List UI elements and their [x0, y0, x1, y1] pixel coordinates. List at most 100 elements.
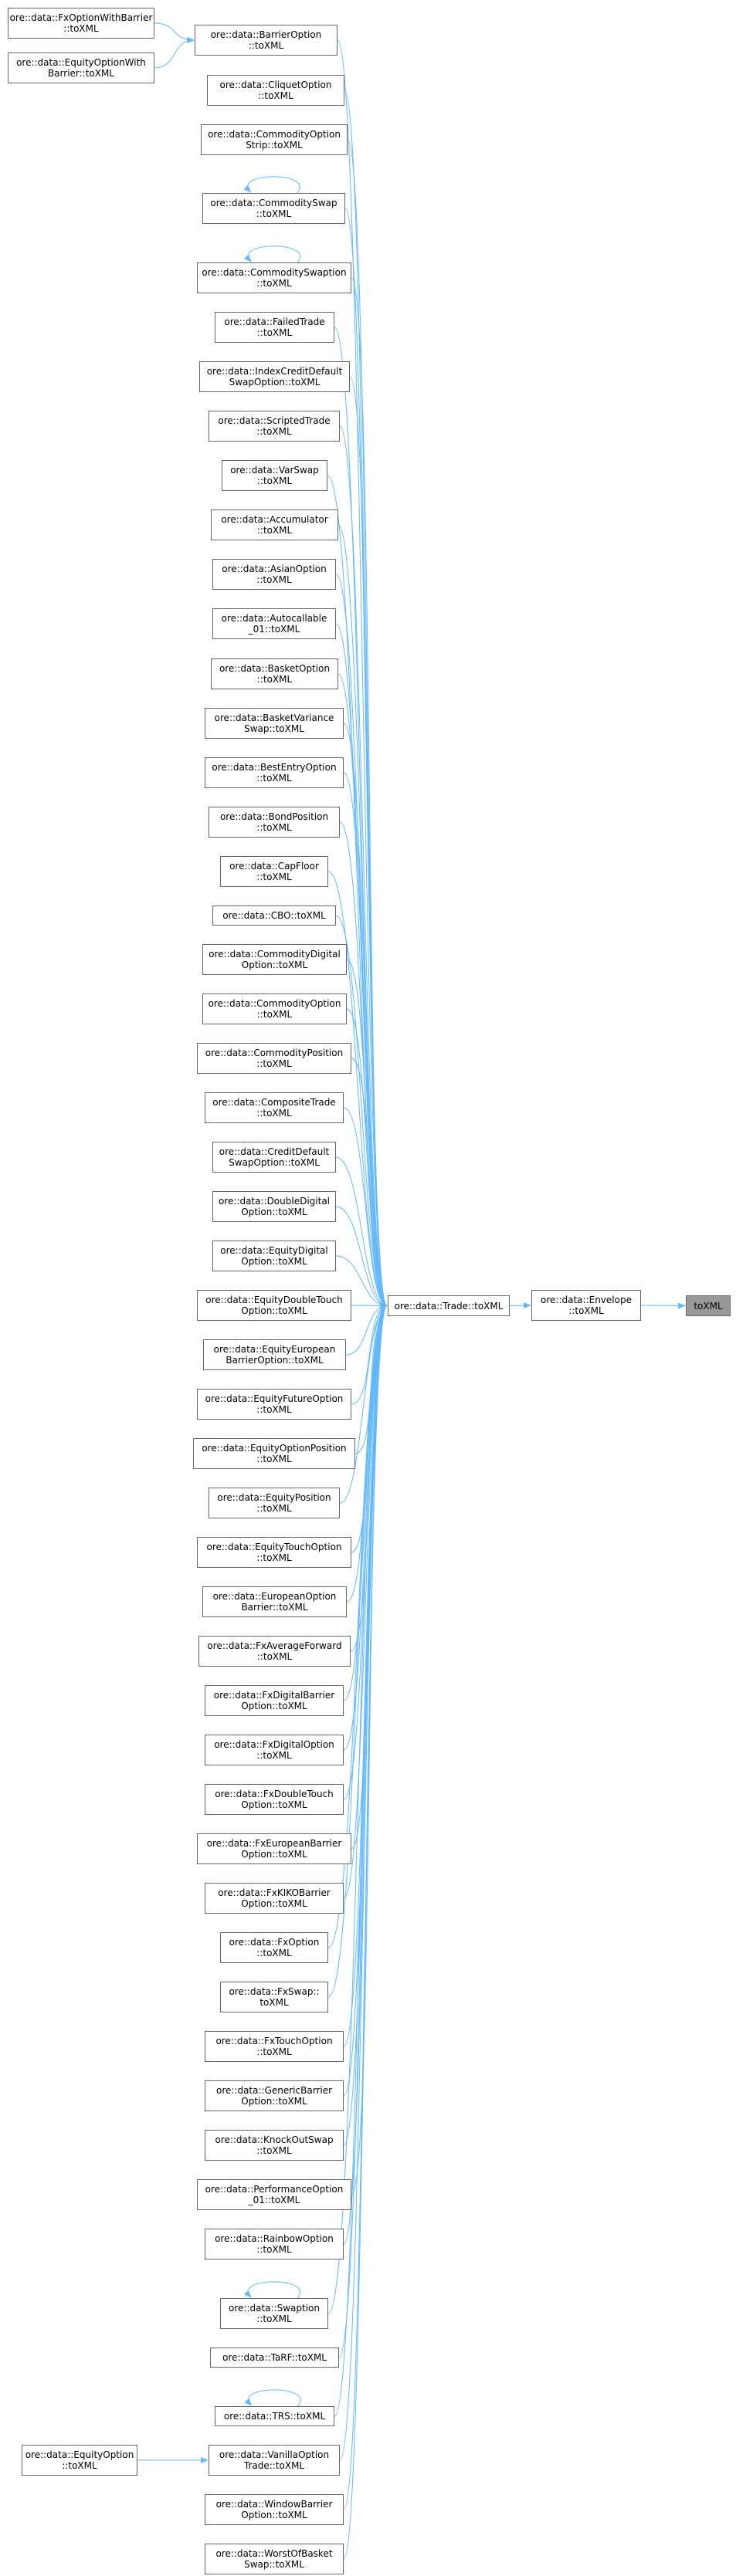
graph-node[interactable]: ore::data::TaRF::toXML — [210, 2348, 339, 2368]
graph-node[interactable]: ore::data::VarSwap::toXML — [222, 460, 327, 491]
graph-node[interactable]: ore::data::BestEntryOption::toXML — [205, 757, 344, 788]
call-edge — [343, 1302, 388, 2097]
graph-node[interactable]: ore::data::FxDigitalOption::toXML — [205, 1735, 344, 1765]
node-label-line: Option::toXML — [241, 2096, 307, 2107]
node-label-line: ore::data::WindowBarrier — [215, 2499, 333, 2510]
graph-node[interactable]: ore::data::Trade::toXML — [388, 1295, 510, 1316]
graph-node[interactable]: ore::data::FxOption::toXML — [220, 1932, 328, 1963]
node-label-line: ore::data::Trade::toXML — [394, 1300, 504, 1312]
node-label-line: ::toXML — [256, 773, 292, 784]
node-label-line: _01::toXML — [248, 2195, 300, 2205]
node-label-line: ::toXML — [256, 476, 293, 486]
node-label-line: SwapOption::toXML — [229, 377, 321, 388]
graph-node[interactable]: ore::data::FxOptionWithBarrier::toXML — [8, 8, 154, 39]
root-node[interactable]: toXML — [686, 1295, 731, 1316]
node-label-line: ::toXML — [256, 525, 293, 536]
node-label-line: ore::data::EquityOptionPosition — [202, 1443, 347, 1454]
graph-node[interactable]: ore::data::EquityOption::toXML — [22, 2445, 137, 2476]
call-edge — [351, 1302, 388, 1850]
call-edge — [347, 139, 388, 1309]
graph-node[interactable]: ore::data::CapFloor::toXML — [220, 856, 328, 887]
node-label-line: ::toXML — [63, 23, 99, 34]
graph-node[interactable]: ore::data::ScriptedTrade::toXML — [209, 411, 340, 442]
call-edge — [350, 1302, 388, 1652]
graph-node[interactable]: ore::data::Envelope::toXML — [531, 1290, 641, 1321]
call-edge — [339, 1302, 388, 2461]
graph-node[interactable]: ore::data::CommodityPosition::toXML — [197, 1043, 351, 1074]
graph-node[interactable]: ore::data::CommodityOption::toXML — [202, 994, 347, 1024]
node-label-line: ore::data::FxOption — [229, 1937, 320, 1948]
node-label-line: ore::data::CommodityOption — [208, 998, 341, 1009]
call-edge — [640, 1302, 686, 1309]
node-label-line: ore::data::VarSwap — [230, 465, 319, 476]
call-edge — [337, 673, 388, 1309]
graph-node[interactable]: ore::data::BarrierOption::toXML — [195, 25, 337, 56]
graph-node[interactable]: ore::data::CBO::toXML — [212, 905, 336, 926]
graph-node[interactable]: ore::data::CliquetOption::toXML — [207, 75, 344, 106]
node-label-line: ore::data::CommodityPosition — [205, 1048, 344, 1058]
call-edge — [344, 208, 388, 1309]
graph-node[interactable]: ore::data::BasketOption::toXML — [211, 658, 338, 689]
node-label-line: Option::toXML — [241, 1305, 307, 1316]
call-edge — [327, 871, 388, 1309]
graph-node[interactable]: ore::data::CommoditySwap::toXML — [202, 193, 345, 224]
graph-node[interactable]: ore::data::FxAverageForward::toXML — [198, 1636, 351, 1667]
node-label-line: ::toXML — [256, 822, 292, 833]
call-edge — [154, 37, 195, 69]
graph-node[interactable]: ore::data::KnockOutSwap::toXML — [205, 2130, 344, 2161]
call-edge — [343, 772, 388, 1309]
node-label-line: ore::data::FxTouchOption — [215, 2036, 333, 2046]
graph-node[interactable]: ore::data::RainbowOption::toXML — [205, 2229, 344, 2260]
graph-node[interactable]: ore::data::EquityTouchOption::toXML — [197, 1537, 351, 1568]
call-edge — [327, 475, 388, 1309]
node-label-line: ore::data::CBO::toXML — [222, 910, 326, 921]
graph-node[interactable]: ore::data::EquityOptionPosition::toXML — [193, 1438, 355, 1469]
node-label-line: ::toXML — [256, 278, 292, 289]
node-label-line: ore::data::EquityFutureOption — [205, 1393, 344, 1404]
node-label-line: ore::data::VanillaOption — [219, 2449, 330, 2460]
call-edge — [343, 1302, 388, 1751]
graph-node[interactable]: ore::data::EquityFutureOption::toXML — [197, 1389, 351, 1420]
graph-node[interactable]: ore::data::AsianOption::toXML — [212, 559, 336, 590]
graph-node[interactable]: ore::data::Swaption::toXML — [220, 2298, 328, 2329]
graph-node[interactable]: ore::data::BondPosition::toXML — [209, 807, 340, 838]
graph-node[interactable]: ore::data::Autocallable_01::toXML — [212, 608, 336, 639]
node-label-line: ore::data::FxDigitalBarrier — [213, 1690, 335, 1701]
graph-node[interactable]: ore::data::EquityPosition::toXML — [209, 1488, 340, 1518]
graph-node[interactable]: ore::data::Accumulator::toXML — [211, 509, 338, 540]
node-label-line: Barrier::toXML — [241, 1602, 308, 1613]
graph-node[interactable]: ore::data::CompositeTrade::toXML — [205, 1092, 344, 1123]
node-label-line: ore::data::CommodityOption — [208, 129, 341, 140]
node-label-line: ore::data::EquityOptionWith — [16, 57, 146, 68]
graph-node[interactable]: ore::data::FxSwap::toXML — [220, 1982, 328, 2012]
graph-node[interactable]: ore::data::PerformanceOption_01::toXML — [197, 2179, 351, 2210]
graph-node[interactable]: ore::data::FxTouchOption::toXML — [205, 2031, 344, 2062]
graph-node[interactable]: ore::data::TRS::toXML — [215, 2406, 334, 2426]
graph-node[interactable]: ore::data::CommoditySwaption::toXML — [197, 262, 351, 293]
graph-node[interactable]: ore::data::FailedTrade::toXML — [215, 312, 334, 343]
node-label-line: ore::data::KnockOutSwap — [215, 2134, 334, 2145]
call-edge — [339, 425, 388, 1309]
node-label-line: toXML — [694, 1300, 723, 1312]
node-label-line: Option::toXML — [241, 2510, 307, 2520]
